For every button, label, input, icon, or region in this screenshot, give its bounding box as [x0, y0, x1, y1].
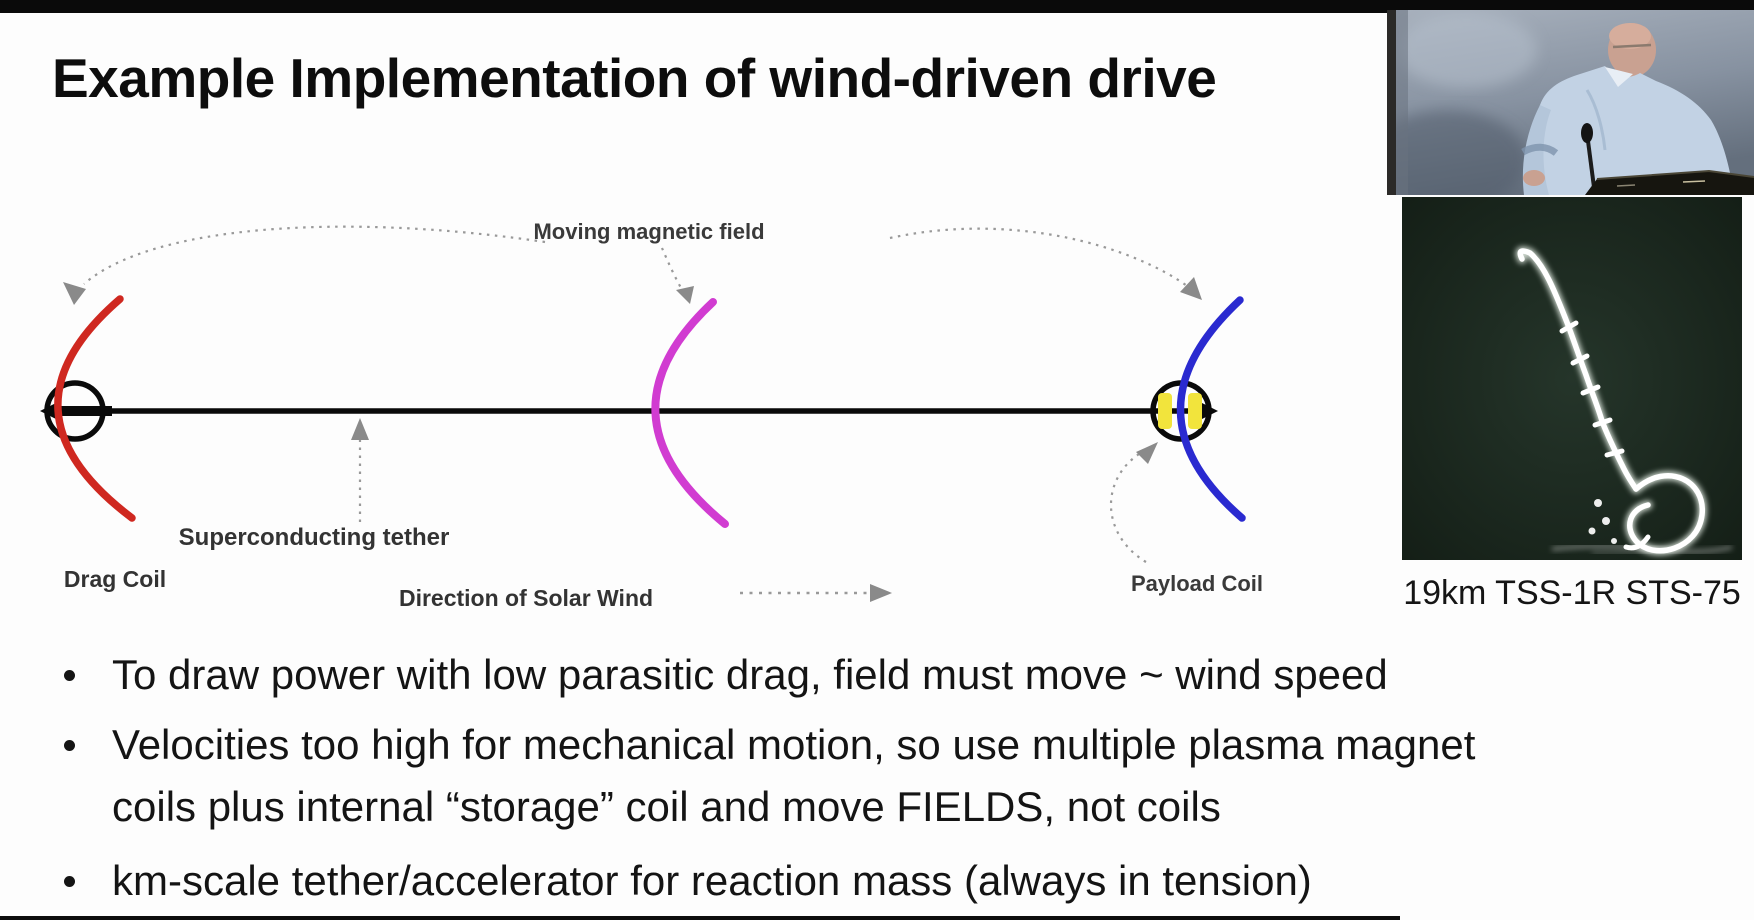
speaker-shirt [1525, 66, 1734, 195]
arrowhead-icon [870, 584, 892, 602]
drag-coil-arc [54, 295, 136, 522]
photo-caption: 19km TSS-1R STS-75 [1403, 574, 1741, 612]
bullet-item: Velocities too high for mechanical motio… [50, 714, 1502, 838]
moving-field-arc [651, 298, 729, 528]
tss-photo [1402, 197, 1742, 560]
backdrop-shadow [1387, 110, 1527, 195]
label-superconducting-tether: Superconducting tether [178, 524, 450, 551]
slide-title: Example Implementation of wind-driven dr… [52, 47, 1217, 109]
pointer-to-drag-coil [83, 225, 546, 285]
coil-marker [1158, 393, 1172, 429]
webcam-video[interactable] [1387, 10, 1754, 195]
speaker-figure [1521, 23, 1734, 195]
backdrop-edge [1387, 10, 1396, 195]
backdrop-highlight [1397, 12, 1537, 88]
drag-coil-hub [44, 380, 106, 442]
speaker-bald-crown [1609, 23, 1651, 49]
speaker-hand [1523, 170, 1545, 186]
top-letterbox-bar [0, 0, 1754, 13]
label-payload-coil: Payload Coil [1130, 571, 1264, 596]
bullet-item: km-scale tether/accelerator for reaction… [50, 850, 1502, 912]
arrowhead-icon [63, 282, 86, 305]
pointer-to-field-arc [660, 247, 685, 294]
night-sky [1402, 197, 1742, 560]
shirt-collar [1605, 67, 1633, 87]
backdrop-edge-shade [1396, 10, 1408, 195]
label-moving-magnetic-field: Moving magnetic field [533, 219, 765, 244]
bullet-item: To draw power with low parasitic drag, f… [50, 644, 1502, 706]
arrowhead-icon [1180, 277, 1202, 300]
pointer-from-payload-label [1109, 451, 1147, 563]
pointer-arrowheads [63, 277, 1202, 602]
pointer-to-payload-coil-arc [889, 227, 1191, 289]
payload-coil-arc [1176, 296, 1246, 522]
pointer-curves [83, 225, 1191, 595]
glasses-icon [1612, 43, 1652, 49]
podium-laptop [1585, 169, 1754, 195]
arrowhead-icon [351, 418, 369, 440]
tether-diagram [40, 225, 1246, 602]
bottom-slide-edge [0, 916, 1400, 920]
label-drag-coil: Drag Coil [63, 566, 167, 592]
tether-trail [1515, 246, 1733, 556]
coil-marker [1188, 393, 1202, 429]
label-direction-of-solar-wind: Direction of Solar Wind [398, 585, 654, 611]
arrowhead-icon [676, 286, 694, 304]
arrowhead-icon [1136, 442, 1158, 464]
sleeve-fold [1521, 143, 1559, 156]
shirt-placket [1585, 89, 1607, 151]
